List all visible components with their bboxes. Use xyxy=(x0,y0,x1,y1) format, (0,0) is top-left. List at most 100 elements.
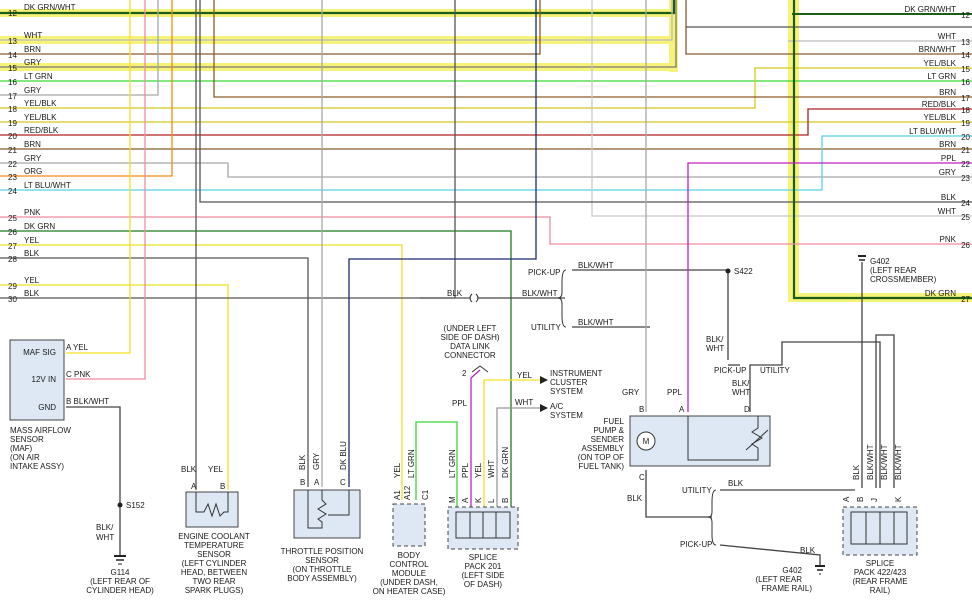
right-wire-number: 18 xyxy=(961,106,970,115)
body-control-module: YEL LT GRN A1 A12 C1 BODY CONTROL MODULE… xyxy=(373,449,446,596)
splice201-name-2: PACK 201 xyxy=(465,562,502,571)
fp-utility: UTILITY xyxy=(760,366,790,375)
fp-blk-wht-1: BLK/ xyxy=(706,335,724,344)
wire-dk-grn-26 xyxy=(0,230,512,508)
ground-g402-bottom: G402 (LEFT REAR FRAME RAIL) xyxy=(755,565,825,593)
left-wire-number: 20 xyxy=(8,132,17,141)
left-wire-number: 28 xyxy=(8,255,17,264)
fp-name-1: FUEL xyxy=(604,417,625,426)
left-wire-number: 19 xyxy=(8,119,17,128)
wire-gry-15 xyxy=(0,0,677,68)
splice422-name-4: RAIL) xyxy=(870,586,891,595)
wire-yel-blk-18 xyxy=(0,67,972,109)
junction-utility-wire: BLK/WHT xyxy=(578,318,614,327)
maf-pin-b: B BLK/WHT xyxy=(66,397,109,406)
lr-pickup: PICK-UP xyxy=(680,540,712,549)
wire-pickup xyxy=(572,269,729,360)
dlc-name-2: SIDE OF DASH) xyxy=(440,333,499,342)
right-wire-label: DK GRN/WHT xyxy=(904,5,956,14)
splice-pack-201: LT GRN PPL YEL WHT DK GRN M A K L B SPLI… xyxy=(447,447,519,589)
left-wire-label: RED/BLK xyxy=(24,126,59,135)
ect-name-4: (LEFT CYLINDER xyxy=(182,559,247,568)
ect-wire-blk: BLK xyxy=(181,465,197,474)
wire-ppl-dlc xyxy=(470,369,481,508)
fp-pin-c: C xyxy=(639,473,645,482)
g114-label-1: G114 xyxy=(111,568,131,577)
tps-wire-gry: GRY xyxy=(312,452,321,470)
right-wire-number: 24 xyxy=(961,199,970,208)
junction-blk: BLK xyxy=(447,289,463,298)
left-wire-label: BLK xyxy=(24,249,40,258)
fp-pin-a: A xyxy=(679,405,685,414)
left-wire-label: YEL/BLK xyxy=(24,99,57,108)
right-wire-label: GRY xyxy=(939,168,957,177)
left-wire-label: PNK xyxy=(24,208,41,217)
fp-sender-arrow-icon xyxy=(745,429,769,451)
right-wire-label: PPL xyxy=(941,154,957,163)
wire-gry-22 xyxy=(0,162,972,178)
ect-name-6: TWO REAR xyxy=(192,577,235,586)
bcm-name-1: BODY xyxy=(398,551,421,560)
lr-blk-top: BLK xyxy=(728,479,744,488)
splice201-pin-l: L xyxy=(487,498,496,503)
maf-name-5: INTAKE ASSY) xyxy=(10,462,64,471)
left-wire-label: LT BLU/WHT xyxy=(24,181,71,190)
fp-name-4: ASSEMBLY xyxy=(581,444,624,453)
tps-wiper-icon xyxy=(328,490,350,516)
ground-g114: G114 (LEFT REAR OF CYLINDER HEAD) xyxy=(86,555,154,595)
splice201-pin-b: B xyxy=(501,498,510,503)
fp-wire-ppl: PPL xyxy=(667,388,683,397)
ground-g402-top: G402 (LEFT REAR CROSSMEMBER) xyxy=(858,255,937,284)
splice422-name-1: SPLICE xyxy=(866,559,894,568)
ect-name-1: ENGINE COOLANT xyxy=(178,532,250,541)
bcm-wire-lt-grn: LT GRN xyxy=(407,449,416,478)
wire-brn-14 xyxy=(0,0,541,55)
left-wire-number: 27 xyxy=(8,242,17,251)
splice201-pin-m: M xyxy=(448,496,457,503)
splice201-name-4: OF DASH) xyxy=(464,580,503,589)
right-wire-number: 20 xyxy=(961,133,970,142)
right-wire-label: LT BLU/WHT xyxy=(909,127,956,136)
wire-fp-c xyxy=(645,470,712,518)
wire-brn-r17 xyxy=(213,0,972,98)
bcm-pin-a1: A1 xyxy=(393,490,402,500)
ect-name-5: HEAD, BETWEEN xyxy=(181,568,247,577)
left-wire-label: LT GRN xyxy=(24,72,53,81)
left-wire-number: 16 xyxy=(8,78,17,87)
splice201-wire-yel: YEL xyxy=(474,462,483,478)
right-wire-number: 13 xyxy=(961,38,970,47)
junction-brace-icon xyxy=(557,269,567,328)
splice422-wire-2: BLK/WHT xyxy=(866,444,875,480)
inline-connector-icon xyxy=(469,293,479,303)
wire-blk-r24 xyxy=(199,0,972,203)
s152-label: S152 xyxy=(126,501,145,510)
left-wire-label: GRY xyxy=(24,154,42,163)
s152-wire-1: BLK/ xyxy=(96,523,114,532)
right-wire-number: 15 xyxy=(961,65,970,74)
fp-blk: BLK xyxy=(627,494,643,503)
maf-pin-c: C PNK xyxy=(66,370,91,379)
wire-dk-grn-wht-12 xyxy=(0,0,676,15)
right-wire-number: 12 xyxy=(961,11,970,20)
g402-top-3: CROSSMEMBER) xyxy=(870,275,937,284)
left-wire-number: 24 xyxy=(8,187,17,196)
splice422-pin-k: K xyxy=(894,496,903,502)
wire-bcm-lt-grn xyxy=(415,421,458,508)
g402-bot-2: (LEFT REAR xyxy=(755,575,802,584)
left-wire-label: GRY xyxy=(24,86,42,95)
wire-maf-yel xyxy=(66,0,131,354)
g402-top-2: (LEFT REAR xyxy=(870,266,917,275)
data-link-connector: (UNDER LEFT SIDE OF DASH) DATA LINK CONN… xyxy=(440,324,499,408)
fp-pin-d: D xyxy=(744,405,750,414)
tps-sensor: BLK GRY DK BLU B A C THROTTLE POSITION S… xyxy=(281,441,364,583)
left-wire-number: 15 xyxy=(8,64,17,73)
splice201-wire-ppl: PPL xyxy=(461,462,470,478)
left-wire-label: DK GRN xyxy=(24,222,55,231)
wire-pnk-25 xyxy=(0,216,972,245)
right-wire-label: LT GRN xyxy=(927,72,956,81)
junction-pickup: PICK-UP xyxy=(528,268,560,277)
s422-label: S422 xyxy=(734,267,753,276)
right-wire-label: WHT xyxy=(938,32,956,41)
maf-name-4: (ON AIR xyxy=(10,453,40,462)
